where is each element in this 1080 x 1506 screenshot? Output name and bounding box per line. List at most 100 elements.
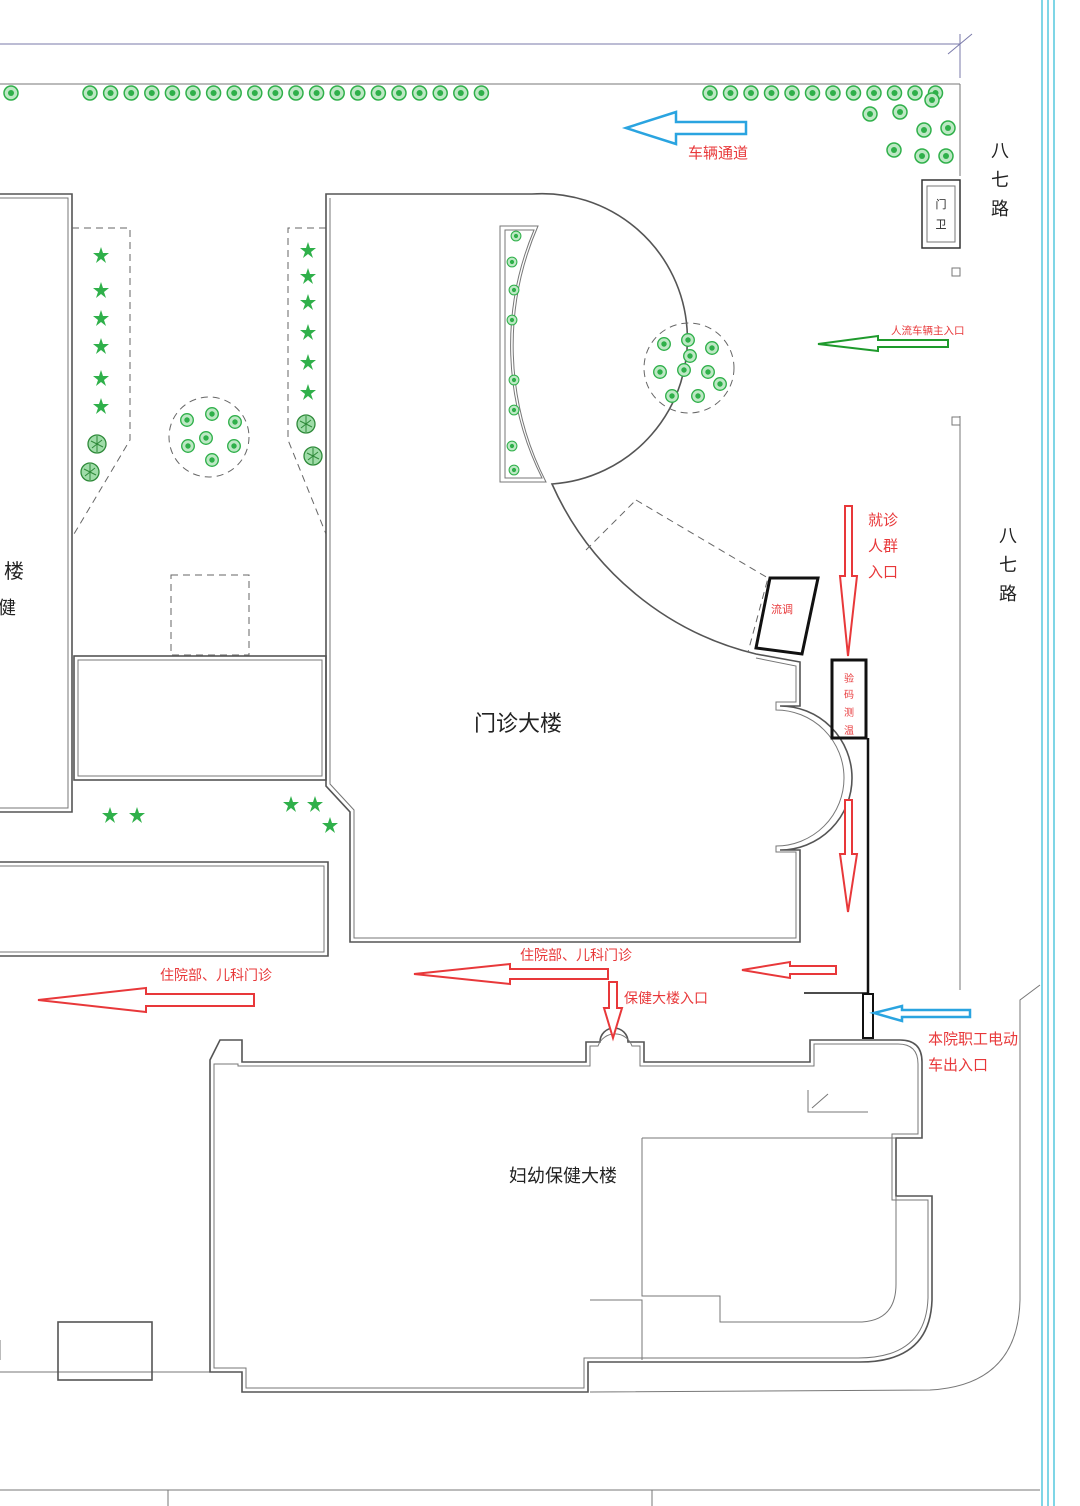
inpatient-pediatric-mid-label: 住院部、儿科门诊 (520, 948, 632, 964)
tree-icon (691, 389, 705, 403)
code-check-label-4: 温 (844, 725, 854, 737)
gate-house: 门 卫 (921, 179, 961, 249)
tree-icon (713, 377, 727, 391)
shrub-icon (93, 338, 109, 354)
site-boundary (0, 83, 1041, 1393)
tree-icon (185, 85, 201, 101)
tree-icon (916, 122, 932, 138)
tree-icon (705, 341, 719, 355)
tree-icon (181, 439, 195, 453)
tree-icon (123, 85, 139, 101)
shrub-icon (300, 384, 316, 400)
tree-icon (907, 85, 923, 101)
patient-entrance-label-2: 人群 (868, 537, 898, 555)
road-char: 路 (999, 584, 1017, 605)
shrub-icon (93, 310, 109, 326)
tree-icon (506, 440, 518, 452)
health-entrance-arrow-icon (602, 981, 624, 1042)
tree-icon (506, 314, 518, 326)
vehicle-lane-arrow-icon (621, 110, 748, 146)
tree-icon (205, 407, 219, 421)
gate-house-label-2: 卫 (936, 218, 947, 231)
tree-icon (722, 85, 739, 101)
tree-icon (226, 85, 242, 101)
staff-ebike-label-1: 本院职工电动 (928, 1030, 1018, 1048)
health-building-entrance-label: 保健大楼入口 (624, 991, 708, 1007)
tree-icon (938, 148, 954, 164)
shrub-icon (102, 807, 118, 823)
tree-icon (862, 106, 878, 122)
tree-icon (205, 453, 219, 467)
tree-icon (940, 120, 956, 136)
tree-icon (508, 404, 520, 416)
outbuilding (57, 1321, 153, 1381)
tree-icon (804, 85, 821, 101)
tree-icon (653, 365, 667, 379)
epidemiology-booth-label: 流调 (771, 602, 793, 616)
shrub-icon (283, 796, 299, 812)
inpatient-mid-arrow-icon (413, 962, 609, 986)
tree-icon (743, 85, 759, 101)
tree-icon (80, 462, 100, 482)
outpatient-building: 门诊大楼 (325, 192, 853, 943)
shrub-icon (322, 817, 338, 833)
road-char: 八 (991, 141, 1009, 162)
tree-icon (164, 85, 181, 101)
tree-icon (82, 85, 98, 101)
west-building: 楼 健 (0, 193, 329, 1360)
tree-icon (702, 85, 718, 101)
tree-icon (886, 142, 902, 158)
tree-icon (784, 85, 800, 101)
shrub-icon (93, 282, 109, 298)
tree-icon (886, 85, 903, 101)
shrub-icon (300, 242, 316, 258)
tree-icon (87, 434, 107, 454)
shrub-icon (300, 268, 316, 284)
patient-entrance-arrow-icon (838, 505, 859, 657)
tree-icon (506, 256, 518, 268)
inpatient-left-arrow-icon (37, 986, 255, 1014)
west-building-label-1: 楼 (4, 559, 24, 583)
shrub-icon (307, 796, 323, 812)
flow-down-arrow-icon (838, 799, 859, 913)
code-check-booth: 验 码 测 温 (830, 658, 868, 740)
code-check-label-2: 码 (844, 689, 854, 701)
tree-icon (508, 374, 520, 386)
tree-icon (144, 85, 160, 101)
staff-ebike-arrow-icon (869, 1004, 972, 1023)
tree-icon (228, 415, 242, 429)
maternal-child-building-label: 妇幼保健大楼 (509, 1166, 617, 1187)
tree-icon (370, 85, 387, 101)
tree-icon (308, 85, 325, 101)
shrub-icon (93, 398, 109, 414)
tree-icon (510, 230, 522, 242)
staff-ebike-label-2: 车出入口 (928, 1056, 988, 1074)
shrub-icon (129, 807, 145, 823)
main-entrance-label: 人流车辆主入口 (891, 324, 965, 337)
road-char: 路 (991, 199, 1009, 220)
gate-house-label-1: 门 (936, 197, 947, 211)
patient-entrance-label-1: 就诊 (868, 511, 898, 529)
shrub-icon (300, 324, 316, 340)
shrub-icon (93, 370, 109, 386)
tree-icon (247, 85, 263, 101)
patient-entrance-label-3: 入口 (868, 563, 898, 581)
flow-left-arrow-icon (741, 960, 837, 980)
outpatient-building-label: 门诊大楼 (474, 712, 562, 737)
tree-icon (3, 85, 19, 101)
shrub-icon (300, 354, 316, 370)
tree-icon (924, 92, 940, 108)
shrub-icon (93, 247, 109, 263)
tree-icon (180, 413, 194, 427)
epidemiology-booth: 流调 (754, 576, 820, 656)
tree-icon (391, 85, 407, 101)
tree-icon (825, 85, 841, 101)
tree-icon (288, 85, 304, 101)
tree-icon (329, 85, 345, 101)
drawing-frame (0, 0, 1055, 1506)
tree-icon (473, 85, 490, 101)
tree-icon (677, 363, 691, 377)
road-char: 八 (999, 526, 1017, 547)
tree-icon (453, 85, 469, 101)
